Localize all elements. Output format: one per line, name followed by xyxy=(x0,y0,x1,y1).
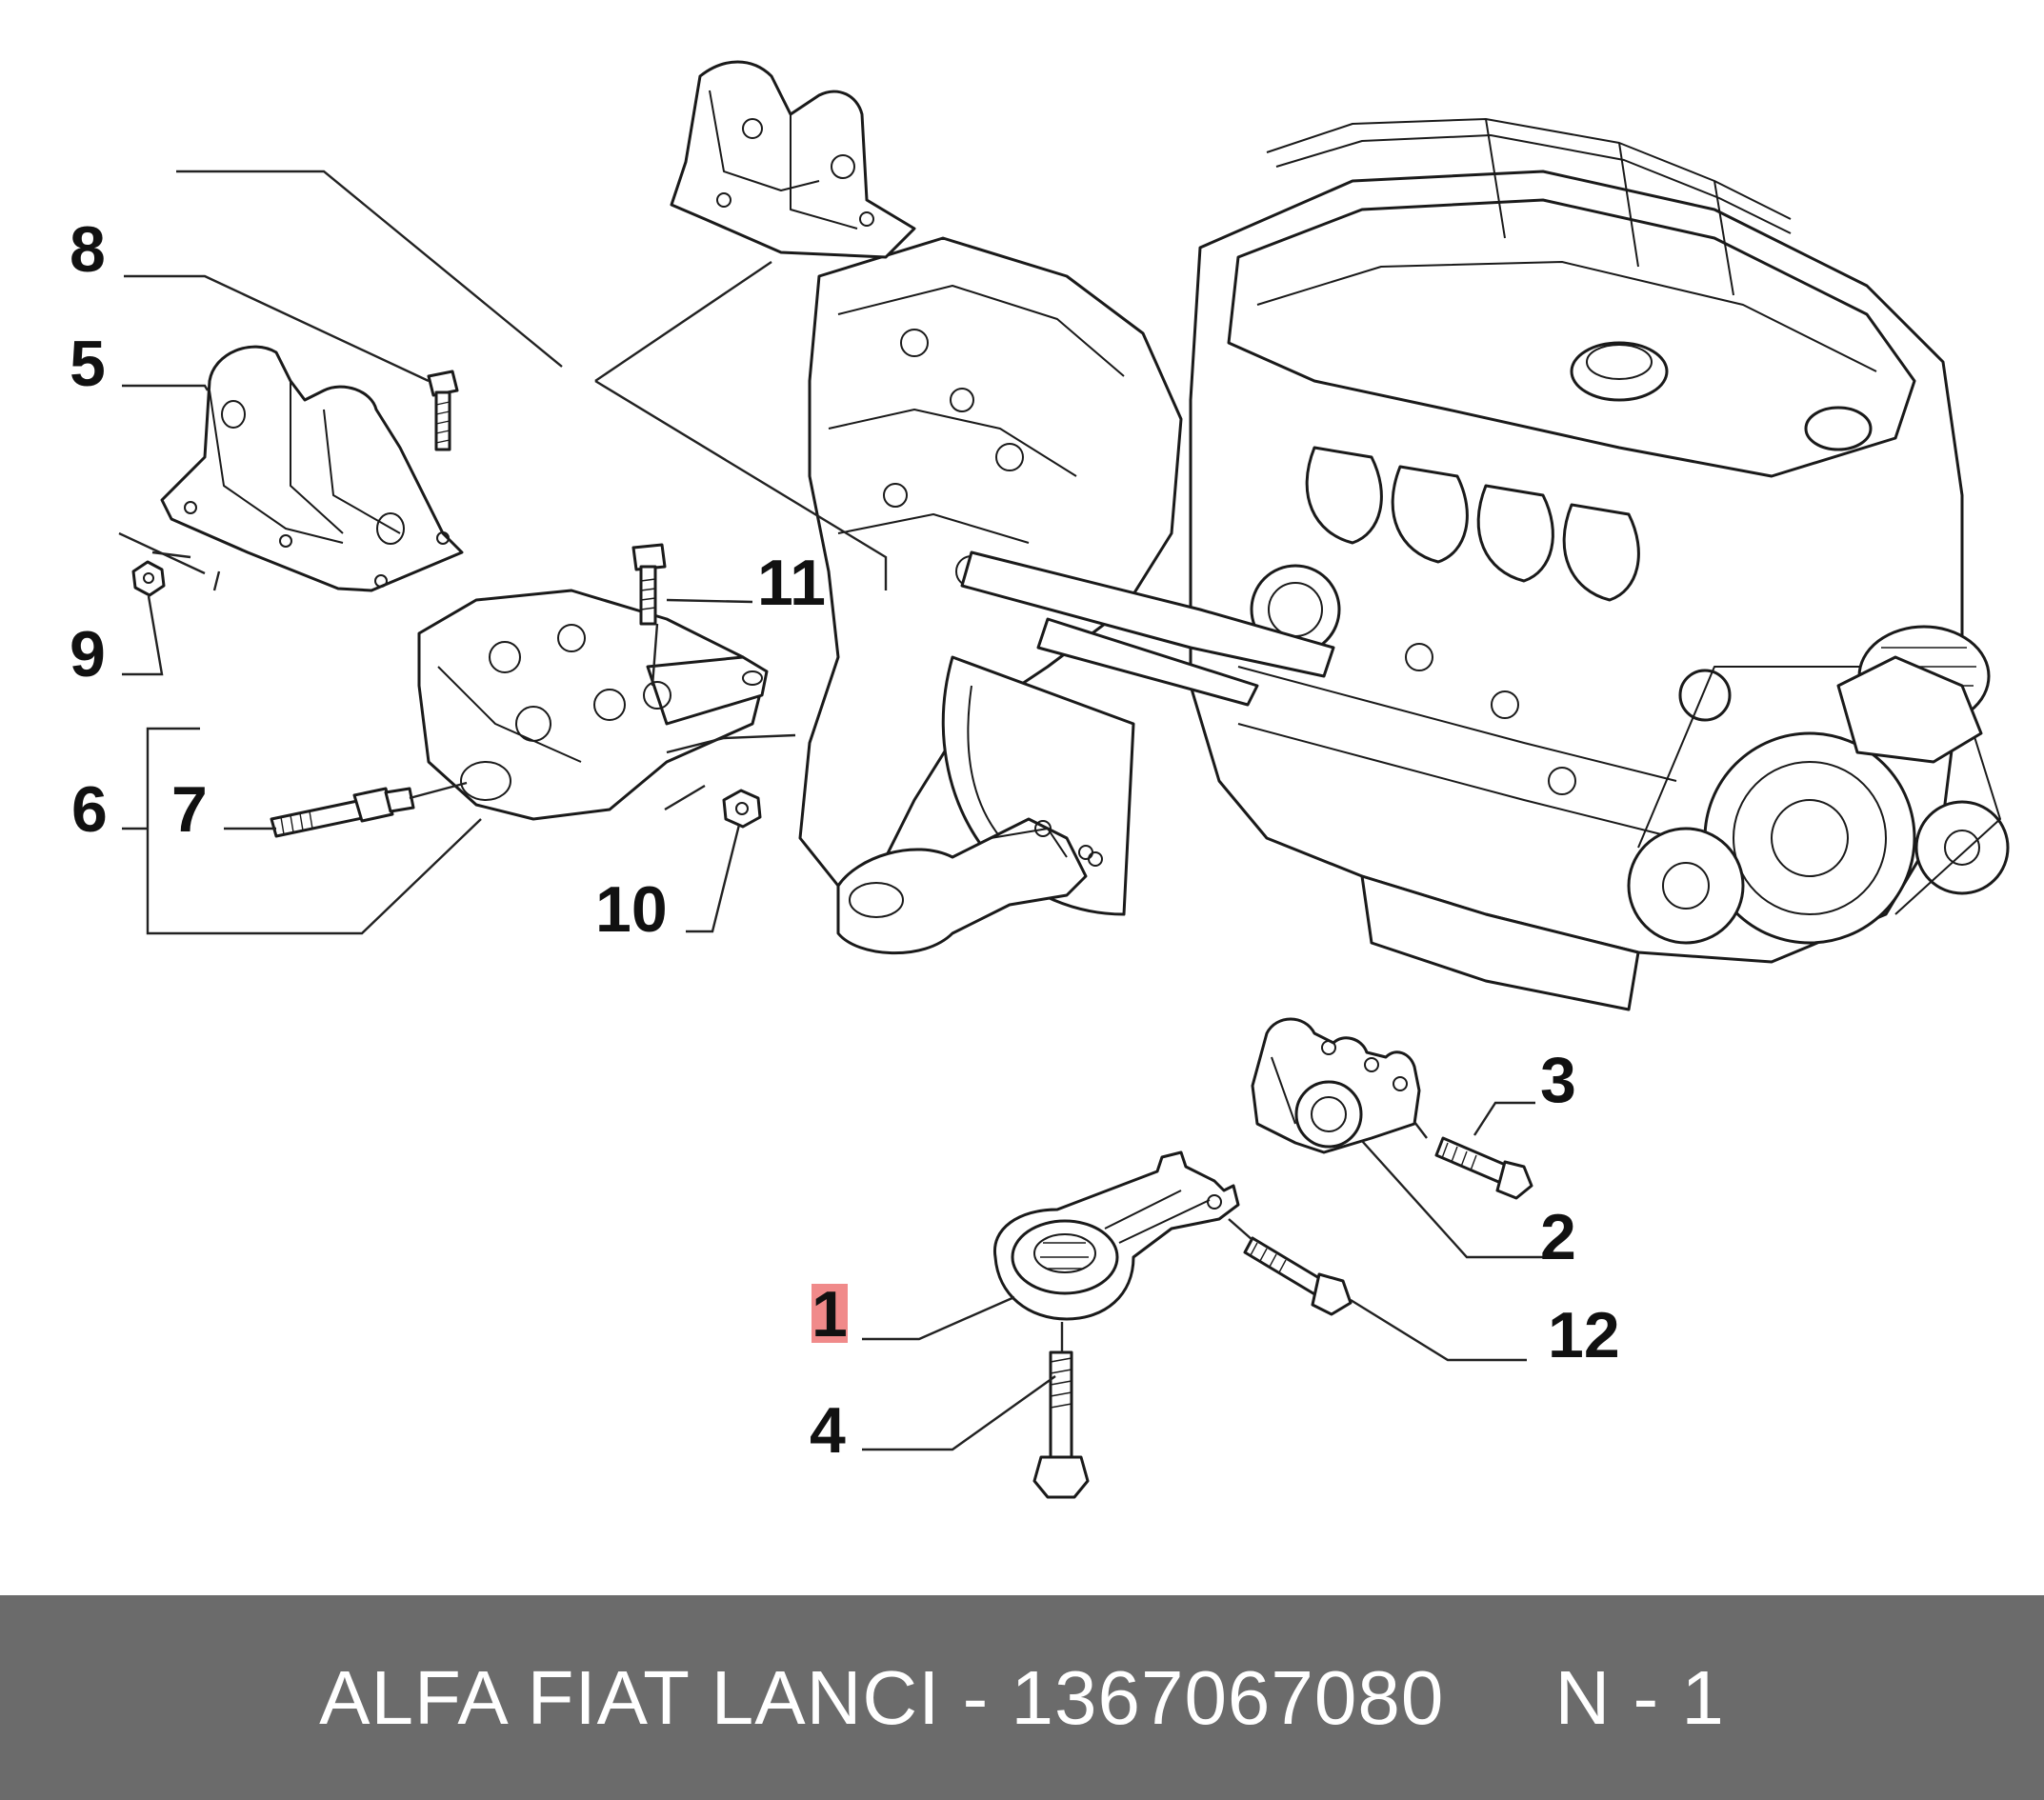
callout-6: 6 xyxy=(71,773,108,846)
part-8-bolt xyxy=(427,370,459,451)
callout-11: 11 xyxy=(757,547,826,619)
leader-lines xyxy=(118,170,1547,1451)
part-4-bolt xyxy=(1032,1350,1090,1499)
part-2-bracket xyxy=(1251,1017,1421,1154)
engine-assembly xyxy=(670,60,2010,1011)
callout-1-highlight xyxy=(812,1284,848,1343)
part-3-bolt xyxy=(1434,1136,1533,1200)
callout-10: 10 xyxy=(595,873,668,946)
callout-12: 12 xyxy=(1548,1299,1620,1371)
callout-3: 3 xyxy=(1540,1044,1576,1116)
part-7-stud xyxy=(270,787,415,838)
part-5-bracket xyxy=(160,345,464,592)
part-1-torque-rod xyxy=(992,1150,1240,1321)
callout-4: 4 xyxy=(810,1394,846,1467)
callout-5: 5 xyxy=(70,328,106,400)
callout-8: 8 xyxy=(70,213,106,286)
callout-labels: 1 2 3 4 5 6 7 8 9 10 11 12 xyxy=(70,213,1620,1467)
part-11-bolt xyxy=(631,543,667,626)
part-number-caption: ALFA FIAT LANCI - 1367067080 N - 1 xyxy=(319,1654,1725,1740)
part-10-nut xyxy=(722,789,762,829)
callout-1: 1 xyxy=(812,1278,848,1350)
callout-9: 9 xyxy=(70,618,106,690)
part-12-bolt xyxy=(1243,1236,1353,1316)
exploded-parts-diagram: 1 2 3 4 5 6 7 8 9 10 11 12 xyxy=(70,60,2010,1499)
callout-2: 2 xyxy=(1540,1201,1576,1273)
part-6-mount xyxy=(417,589,769,821)
callout-7: 7 xyxy=(171,773,208,846)
footer-bar: ALFA FIAT LANCI - 1367067080 N - 1 xyxy=(0,1595,2044,1800)
part-9-nut xyxy=(131,560,166,597)
